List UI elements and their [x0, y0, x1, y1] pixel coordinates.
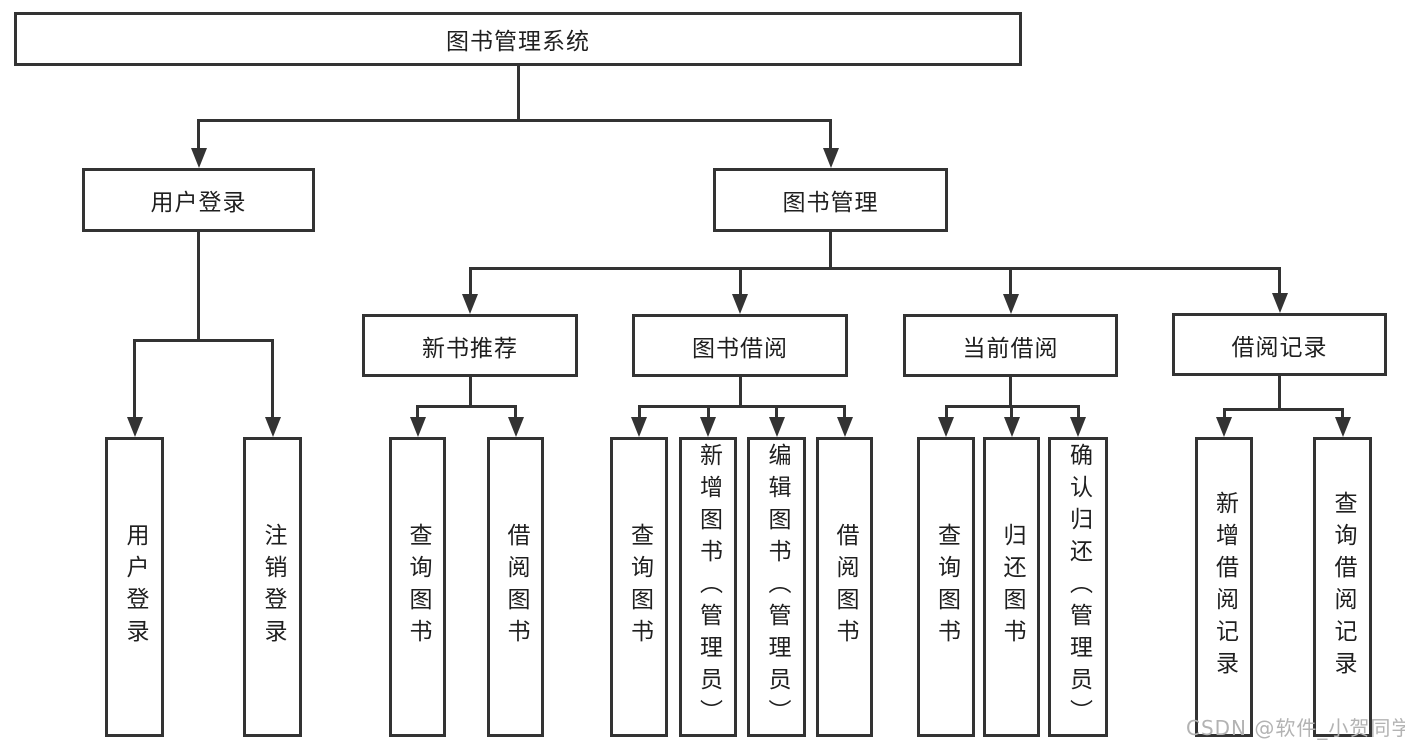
edge-stem-current-borrow	[1009, 377, 1012, 405]
edge-rail-new-book	[416, 405, 517, 408]
node-book-mgmt: 图书管理	[713, 168, 948, 232]
node-leaf-borrow-books-1: 借阅图书	[487, 437, 544, 737]
edge-rail-user-login	[133, 339, 274, 342]
node-label-borrow-records: 借阅记录	[1231, 334, 1328, 361]
node-current-borrow: 当前借阅	[903, 314, 1118, 377]
arrowhead-down-icon	[700, 417, 716, 437]
node-leaf-query-books-3: 查询图书	[917, 437, 975, 737]
node-leaf-add-record: 新增借阅记录	[1195, 437, 1253, 737]
arrowhead-down-icon	[409, 417, 426, 437]
node-leaf-query-books-2: 查询图书	[610, 437, 668, 737]
node-label-book-borrow: 图书借阅	[692, 335, 788, 362]
node-label-leaf-query-record: 查询借阅记录	[1330, 491, 1356, 683]
node-leaf-return-book: 归还图书	[983, 437, 1040, 737]
node-leaf-query-record: 查询借阅记录	[1313, 437, 1372, 737]
node-label-leaf-edit-book: 编辑图书（管理员）	[764, 443, 790, 731]
edge-drop-borrow-records	[1278, 267, 1281, 293]
node-new-book: 新书推荐	[362, 314, 578, 377]
arrowhead-down-icon	[126, 417, 143, 437]
edge-drop-leaf-logout	[271, 339, 274, 417]
node-leaf-edit-book: 编辑图书（管理员）	[747, 437, 806, 737]
arrowhead-down-icon	[768, 417, 785, 437]
arrowhead-down-icon	[938, 417, 954, 437]
edge-drop-leaf-edit-book	[775, 405, 778, 417]
node-label-leaf-logout: 注销登录	[260, 523, 286, 651]
node-label-new-book: 新书推荐	[422, 335, 518, 362]
arrowhead-down-icon	[836, 417, 853, 437]
arrowhead-down-icon	[1003, 417, 1020, 437]
node-leaf-borrow-books-2: 借阅图书	[816, 437, 873, 737]
edge-drop-leaf-borrow-books-2	[843, 405, 846, 417]
node-leaf-confirm-return: 确认归还（管理员）	[1048, 437, 1108, 737]
edge-stem-user-login	[197, 232, 200, 339]
edge-drop-book-borrow	[738, 267, 742, 294]
node-leaf-add-book: 新增图书（管理员）	[679, 437, 737, 737]
arrowhead-down-icon	[1216, 417, 1232, 437]
edge-stem-new-book	[468, 377, 472, 405]
node-label-leaf-add-book: 新增图书（管理员）	[695, 443, 722, 731]
arrowhead-down-icon	[631, 417, 647, 437]
edge-drop-current-borrow	[1009, 267, 1012, 294]
arrowhead-down-icon	[1334, 417, 1351, 437]
edge-rail-root	[197, 119, 832, 122]
node-label-leaf-query-books-3: 查询图书	[933, 523, 960, 651]
node-user-login: 用户登录	[82, 168, 315, 232]
node-label-leaf-confirm-return: 确认归还（管理员）	[1065, 443, 1092, 731]
arrowhead-down-icon	[507, 417, 524, 437]
arrowhead-down-icon	[190, 148, 207, 168]
edge-drop-new-book	[468, 267, 472, 294]
node-book-borrow: 图书借阅	[632, 314, 848, 377]
node-borrow-records: 借阅记录	[1172, 313, 1387, 376]
edge-drop-leaf-query-books-3	[944, 405, 948, 417]
node-label-user-login: 用户登录	[150, 190, 247, 216]
edge-drop-leaf-borrow-books-1	[514, 405, 517, 417]
node-label-leaf-borrow-books-2: 借阅图书	[832, 523, 858, 651]
arrowhead-down-icon	[1271, 293, 1288, 313]
node-label-leaf-query-books-2: 查询图书	[626, 523, 653, 651]
edge-drop-leaf-query-record	[1341, 408, 1344, 417]
node-label-leaf-return-book: 归还图书	[999, 523, 1025, 651]
node-label-book-mgmt: 图书管理	[782, 190, 879, 216]
node-leaf-logout: 注销登录	[243, 437, 302, 737]
edge-drop-leaf-return-book	[1010, 405, 1013, 417]
edge-drop-leaf-add-record	[1222, 408, 1226, 417]
arrowhead-down-icon	[264, 417, 281, 437]
node-leaf-query-books-1: 查询图书	[389, 437, 446, 737]
edge-stem-book-borrow	[738, 377, 742, 405]
edge-drop-leaf-confirm-return	[1076, 405, 1080, 417]
node-label-current-borrow: 当前借阅	[962, 335, 1059, 362]
edge-drop-user-login	[197, 119, 200, 148]
edge-rail-borrow-records	[1222, 408, 1344, 411]
edge-stem-book-mgmt	[829, 232, 832, 267]
edge-drop-leaf-query-books-1	[416, 405, 419, 417]
node-label-root: 图书管理系统	[446, 29, 590, 55]
node-label-leaf-query-books-1: 查询图书	[405, 523, 431, 651]
arrowhead-down-icon	[1070, 417, 1086, 437]
edge-stem-root	[516, 66, 520, 119]
edge-drop-leaf-query-books-2	[637, 405, 641, 417]
edge-rail-book-borrow	[637, 405, 846, 408]
arrowhead-down-icon	[1002, 294, 1019, 314]
edge-rail-book-mgmt	[468, 267, 1281, 270]
csdn-watermark: CSDN @软件_小贺同学	[1186, 716, 1405, 740]
node-label-leaf-add-record: 新增借阅记录	[1211, 491, 1238, 683]
node-label-leaf-user-login: 用户登录	[122, 523, 148, 651]
node-leaf-user-login: 用户登录	[105, 437, 164, 737]
arrowhead-down-icon	[822, 148, 839, 168]
arrowhead-down-icon	[462, 294, 478, 314]
edge-drop-book-mgmt	[829, 119, 832, 148]
edge-stem-borrow-records	[1278, 376, 1281, 408]
node-root: 图书管理系统	[14, 12, 1022, 66]
node-label-leaf-borrow-books-1: 借阅图书	[503, 523, 529, 651]
arrowhead-down-icon	[732, 294, 748, 314]
edge-drop-leaf-user-login	[133, 339, 136, 417]
edge-drop-leaf-add-book	[706, 405, 710, 417]
